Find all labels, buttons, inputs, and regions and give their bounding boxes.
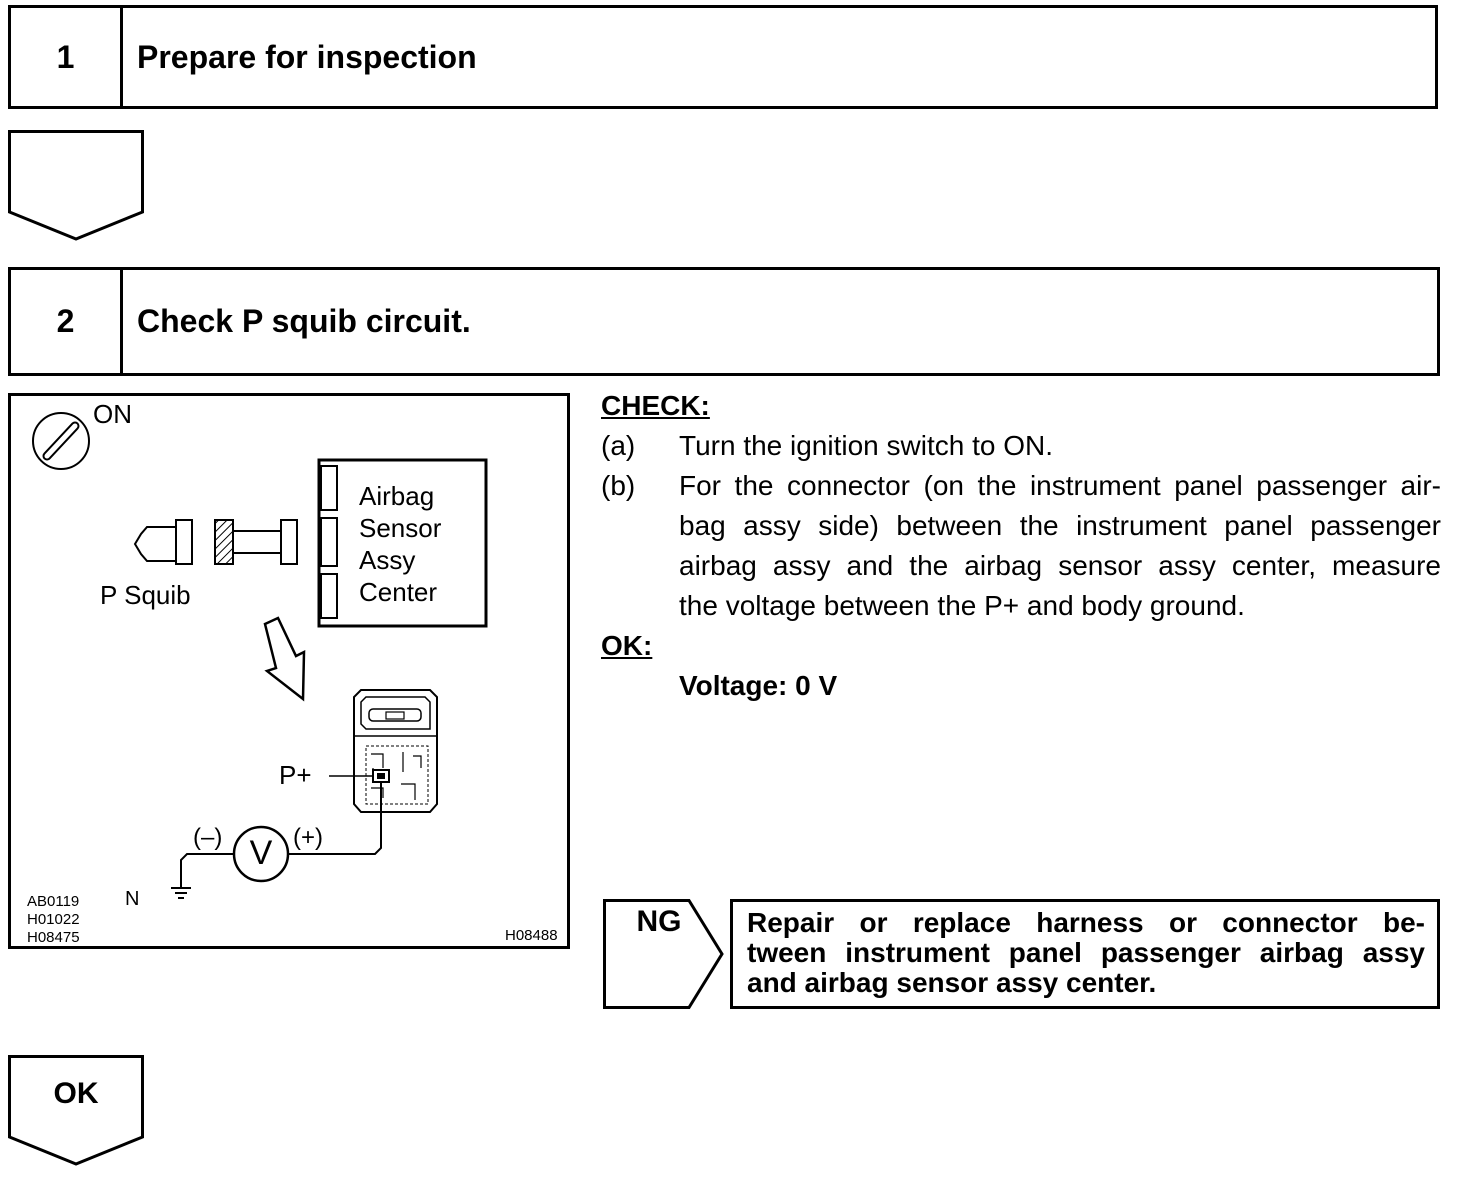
down-arrow-icon — [8, 1055, 144, 1166]
down-arrow-icon — [8, 130, 144, 241]
step-number: 2 — [11, 270, 123, 373]
step-1-header: 1 Prepare for inspection — [8, 5, 1438, 109]
ok-label: OK — [53, 1077, 99, 1110]
step-a-marker: (a) — [601, 430, 636, 461]
sensor-assy-box — [317, 458, 488, 628]
squib-label: P Squib — [100, 580, 191, 610]
reference-code: H08488 — [505, 927, 558, 944]
step-b-line: For the connector (on the instrument pan… — [679, 470, 1441, 501]
diagram-graphic — [32, 412, 488, 899]
wiring-diagram: ON P Squib Airbag Sensor Assy Center P+ … — [8, 393, 570, 949]
squib-connector-icon — [133, 519, 298, 565]
ground-label: N — [125, 888, 140, 910]
voltmeter-symbol: V — [249, 834, 273, 872]
ground-symbol-icon — [171, 887, 191, 899]
ng-label: NG — [636, 905, 682, 938]
ignition-switch-icon — [32, 412, 90, 470]
connector-face-icon — [353, 689, 438, 813]
check-heading: CHECK: — [601, 390, 710, 421]
repair-line: tween instrument panel passenger airbag … — [747, 937, 1425, 968]
step-b-line: airbag assy and the airbag sensor assy c… — [679, 550, 1441, 581]
step-b-line: bag assy side) between the instrument pa… — [679, 510, 1441, 541]
ng-result-tab: NG — [603, 899, 729, 1009]
step-a-text: Turn the ignition switch to ON. — [679, 430, 1054, 461]
right-arrow-icon — [603, 899, 724, 1009]
ok-value: Voltage: 0 V — [679, 670, 838, 701]
positive-label: (+) — [293, 824, 323, 851]
hollow-down-arrow-icon — [263, 616, 306, 702]
voltmeter-icon — [232, 825, 290, 883]
terminal-label: P+ — [279, 760, 312, 790]
step-2-header: 2 Check P squib circuit. — [8, 267, 1440, 376]
ignition-label: ON — [93, 399, 132, 429]
repair-line: Repair or replace harness or connector b… — [747, 907, 1425, 938]
step-number: 1 — [11, 8, 123, 106]
sensor-label: Airbag Sensor Assy Center — [359, 481, 442, 607]
repair-line: and airbag sensor assy center. — [747, 967, 1157, 998]
step-title: Prepare for inspection — [137, 38, 477, 75]
step-title: Check P squib circuit. — [137, 303, 471, 339]
reference-codes: AB0119 H01022 H08475 — [27, 893, 80, 946]
flow-arrow-ok: OK — [8, 1055, 144, 1167]
ok-heading: OK: — [601, 630, 653, 661]
negative-label: (–) — [193, 824, 223, 851]
repair-instruction-box: Repair or replace harness or connector b… — [730, 899, 1440, 1009]
step-b-line: the voltage between the P+ and body grou… — [679, 590, 1245, 621]
step-b-marker: (b) — [601, 470, 636, 501]
flow-arrow-empty — [8, 130, 144, 242]
